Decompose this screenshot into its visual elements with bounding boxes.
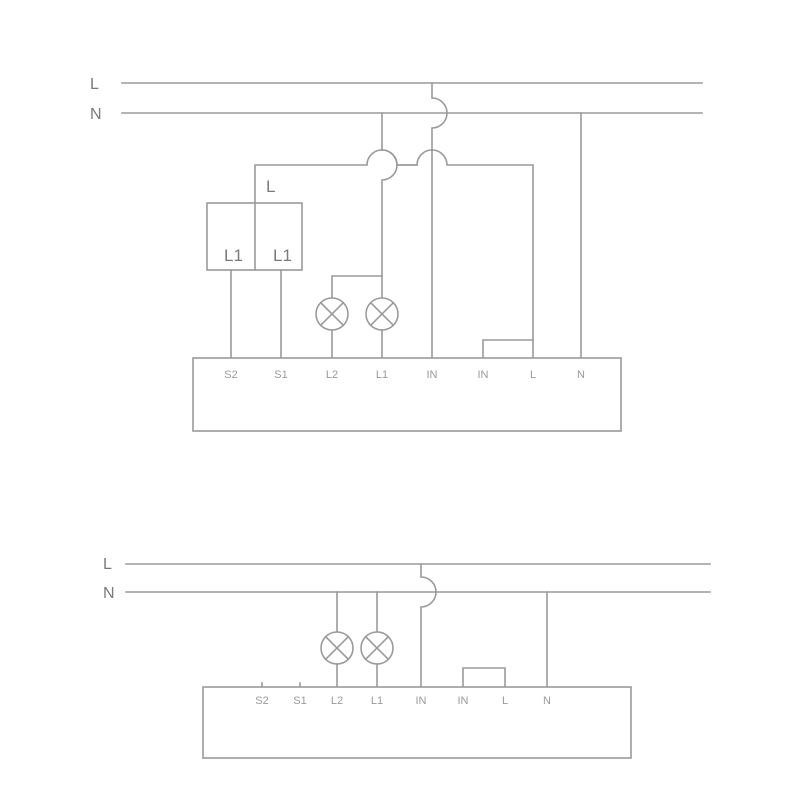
bottom-live-bus-label: L [103,556,112,573]
top-in-l-bridge [482,339,534,359]
top-switch-output-1-label: L1 [224,246,243,265]
bottom-terminal-s2: S2 [255,695,268,707]
bottom-terminal-l2: L2 [331,695,343,707]
top-lamp-l2-icon [315,297,349,331]
top-wiring-diagram: L N L L1 L1 [90,76,703,432]
top-neutral-lamp-wire [381,112,398,277]
bottom-terminal-in-2: IN [458,695,469,707]
top-live-feed-wire [431,82,448,359]
top-switch-output-2-label: L1 [273,246,292,265]
top-terminal-in-1: IN [427,369,438,381]
top-terminal-l1: L1 [376,369,388,381]
top-switch-feed-wire-a [396,149,534,359]
bottom-lamp-l2-icon [320,631,354,665]
top-terminal-s1: S1 [274,369,287,381]
bottom-terminal-l1: L1 [371,695,383,707]
bottom-live-feed-wire [420,563,437,688]
top-terminal-n: N [577,369,585,381]
bottom-controller-module [202,686,632,759]
top-terminal-labels: S2 S1 L2 L1 IN IN L N [224,369,585,381]
top-lamp-l1-icon [365,297,399,331]
bottom-terminal-n: N [543,695,551,707]
top-live-bus-label: L [90,76,99,93]
top-controller-module [192,357,622,432]
top-switch-input-label: L [266,177,275,196]
bottom-terminal-labels: S2 S1 L2 L1 IN IN L N [255,695,551,707]
bottom-wiring-diagram: L N S2 S1 L2 [103,556,711,759]
bottom-terminal-s1: S1 [293,695,306,707]
bottom-in-l-bridge [462,667,506,688]
top-terminal-l2: L2 [326,369,338,381]
top-terminal-s2: S2 [224,369,237,381]
bottom-lamp-l1-icon [360,631,394,665]
top-terminal-in-2: IN [478,369,489,381]
top-neutral-bus-label: N [90,106,102,123]
top-terminal-l: L [530,369,536,381]
bottom-terminal-l: L [502,695,508,707]
bottom-neutral-bus-label: N [103,585,115,602]
top-lamp-common-wire [331,275,383,299]
top-switch-feed-wire-b [254,149,418,204]
bottom-terminal-in-1: IN [416,695,427,707]
